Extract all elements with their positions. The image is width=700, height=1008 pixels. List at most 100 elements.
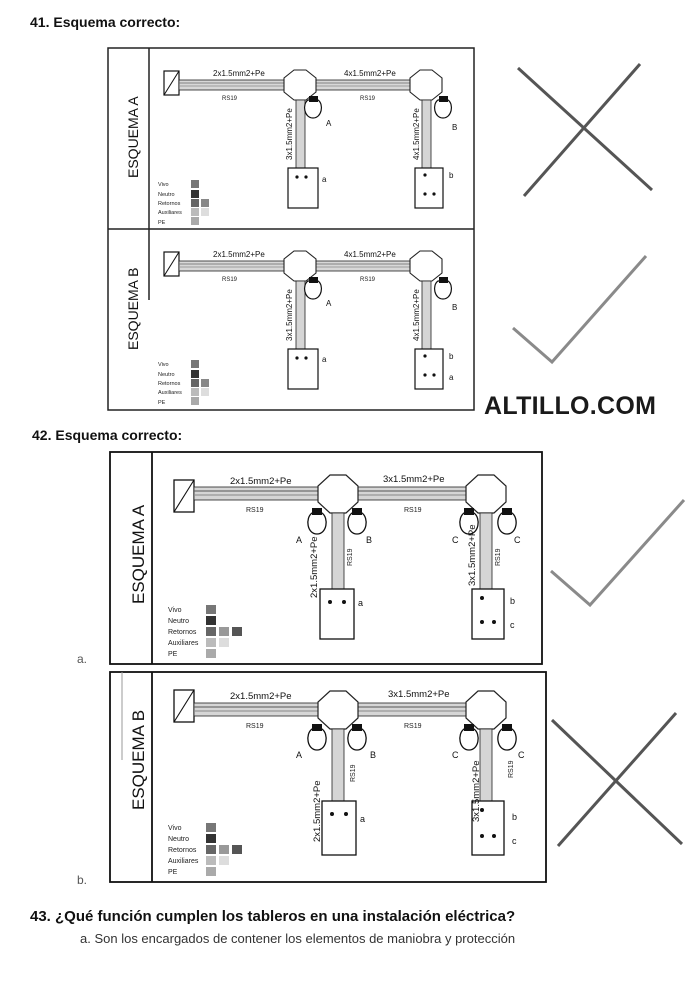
svg-text:Auxiliares: Auxiliares xyxy=(168,640,199,647)
svg-text:Auxiliares: Auxiliares xyxy=(158,210,182,216)
svg-text:ESQUEMA B: ESQUEMA B xyxy=(129,710,148,810)
q41-a-legend: Vivo Neutro Retornos Auxiliares PE xyxy=(158,180,209,226)
q42-a-lamp-b xyxy=(347,508,367,535)
svg-text:C: C xyxy=(518,750,525,760)
q42-option-a[interactable]: a. xyxy=(77,652,88,666)
q42-scheme-b[interactable]: ESQUEMA B xyxy=(129,689,525,876)
q41-diagram: ESQUEMA A xyxy=(107,47,475,411)
svg-text:B: B xyxy=(452,123,457,132)
svg-text:RS19: RS19 xyxy=(508,760,515,778)
svg-text:a: a xyxy=(322,175,327,184)
svg-text:PE: PE xyxy=(168,651,178,658)
svg-text:c: c xyxy=(510,620,515,630)
svg-text:3x1.5mm2+Pe: 3x1.5mm2+Pe xyxy=(285,108,294,160)
q42-option-b[interactable]: b. xyxy=(77,873,88,887)
q41-scheme-a[interactable]: ESQUEMA A xyxy=(125,69,457,226)
svg-text:Neutro: Neutro xyxy=(158,192,175,198)
svg-text:Vivo: Vivo xyxy=(168,607,182,614)
svg-text:C: C xyxy=(452,535,459,545)
svg-text:a: a xyxy=(360,814,365,824)
svg-text:Retornos: Retornos xyxy=(158,381,181,387)
svg-text:Retornos: Retornos xyxy=(168,629,197,636)
svg-text:C: C xyxy=(514,535,521,545)
svg-text:4x1.5mm2+Pe: 4x1.5mm2+Pe xyxy=(344,250,396,259)
q42-a-check-mark xyxy=(550,498,686,608)
q42-b-lamp-a xyxy=(307,724,327,751)
svg-text:RS19: RS19 xyxy=(360,277,376,283)
svg-text:RS19: RS19 xyxy=(350,764,357,782)
svg-text:2x1.5mm2+Pe: 2x1.5mm2+Pe xyxy=(230,691,292,702)
q42-b-cross-mark xyxy=(550,712,684,847)
q41-b-legend: Vivo Neutro Retornos Auxiliares PE xyxy=(158,360,209,406)
svg-text:A: A xyxy=(326,299,332,308)
svg-text:4x1.5mm2+Pe: 4x1.5mm2+Pe xyxy=(412,108,421,160)
q42-b-lamp-b xyxy=(347,724,367,751)
svg-text:3x1.5mm2+Pe: 3x1.5mm2+Pe xyxy=(285,289,294,341)
q41-title: 41. Esquema correcto: xyxy=(30,14,181,30)
q42-a-lamp-a xyxy=(307,508,327,535)
svg-text:RS19: RS19 xyxy=(246,507,264,514)
svg-text:b: b xyxy=(449,171,454,180)
svg-text:Vivo: Vivo xyxy=(158,182,169,188)
svg-text:3x1.5mm2+Pe: 3x1.5mm2+Pe xyxy=(467,524,478,586)
svg-text:Vivo: Vivo xyxy=(158,362,169,368)
q42-b-lamp-c1 xyxy=(459,724,479,751)
svg-text:RS19: RS19 xyxy=(404,507,422,514)
q43-title: 43. ¿Qué función cumplen los tableros en… xyxy=(30,908,516,925)
svg-text:PE: PE xyxy=(168,869,178,876)
svg-text:RS19: RS19 xyxy=(404,723,422,730)
q42-a-lamp-c1 xyxy=(459,508,479,535)
q42-b-lamp-c2 xyxy=(497,724,517,751)
q42-a-legend: Vivo Neutro Retornos Auxiliares PE xyxy=(168,605,242,658)
svg-text:A: A xyxy=(296,750,302,760)
watermark: ALTILLO.COM xyxy=(484,392,657,420)
svg-text:RS19: RS19 xyxy=(360,96,376,102)
svg-text:Retornos: Retornos xyxy=(168,847,197,854)
svg-text:Neutro: Neutro xyxy=(158,372,175,378)
svg-text:ESQUEMA A: ESQUEMA A xyxy=(129,504,148,604)
svg-text:2x1.5mm2+Pe: 2x1.5mm2+Pe xyxy=(230,476,292,487)
q42-b-legend: Vivo Neutro Retornos Auxiliares PE xyxy=(168,823,242,876)
svg-text:2x1.5mm2+Pe: 2x1.5mm2+Pe xyxy=(312,780,323,842)
q42-title: 42. Esquema correcto: xyxy=(32,427,183,443)
svg-text:RS19: RS19 xyxy=(222,277,238,283)
q41-b-lamp-a xyxy=(303,277,323,300)
q41-scheme-a-label: ESQUEMA A xyxy=(125,96,141,178)
svg-text:A: A xyxy=(326,119,332,128)
q42-a-lamp-c2 xyxy=(497,508,517,535)
svg-text:2x1.5mm2+Pe: 2x1.5mm2+Pe xyxy=(213,250,265,259)
svg-text:RS19: RS19 xyxy=(347,548,354,566)
svg-text:Neutro: Neutro xyxy=(168,836,189,843)
svg-text:3x1.5mm2+Pe: 3x1.5mm2+Pe xyxy=(471,760,482,822)
q41-a-cross-mark xyxy=(516,63,654,197)
svg-text:4x1.5mm2+Pe: 4x1.5mm2+Pe xyxy=(412,289,421,341)
svg-text:RS19: RS19 xyxy=(222,96,238,102)
svg-text:B: B xyxy=(452,303,457,312)
svg-text:C: C xyxy=(452,750,459,760)
q41-b-check-mark xyxy=(512,255,648,365)
q41-scheme-b[interactable]: ESQUEMA B 2x1.5mm2+Pe 4x1.5mm2+Pe xyxy=(125,250,457,406)
q42-scheme-a[interactable]: ESQUEMA A xyxy=(129,474,521,658)
q41-b-lamp-b xyxy=(433,277,453,300)
q41-a-lamp-a xyxy=(303,96,323,119)
svg-text:B: B xyxy=(366,535,372,545)
svg-text:Vivo: Vivo xyxy=(168,825,182,832)
svg-text:Neutro: Neutro xyxy=(168,618,189,625)
svg-text:4x1.5mm2+Pe: 4x1.5mm2+Pe xyxy=(344,69,396,78)
svg-text:2x1.5mm2+Pe: 2x1.5mm2+Pe xyxy=(309,536,320,598)
q43-answer[interactable]: a. Son los encargados de contener los el… xyxy=(80,931,516,946)
svg-text:A: A xyxy=(296,535,302,545)
svg-text:Auxiliares: Auxiliares xyxy=(168,858,199,865)
svg-text:a: a xyxy=(322,355,327,364)
svg-text:Auxiliares: Auxiliares xyxy=(158,390,182,396)
svg-text:Retornos: Retornos xyxy=(158,201,181,207)
svg-text:b: b xyxy=(449,352,454,361)
svg-text:3x1.5mm2+Pe: 3x1.5mm2+Pe xyxy=(388,689,450,700)
svg-text:2x1.5mm2+Pe: 2x1.5mm2+Pe xyxy=(213,69,265,78)
svg-text:c: c xyxy=(512,836,517,846)
svg-text:a: a xyxy=(358,598,363,608)
svg-text:RS19: RS19 xyxy=(246,723,264,730)
svg-text:PE: PE xyxy=(158,400,166,406)
svg-text:B: B xyxy=(370,750,376,760)
